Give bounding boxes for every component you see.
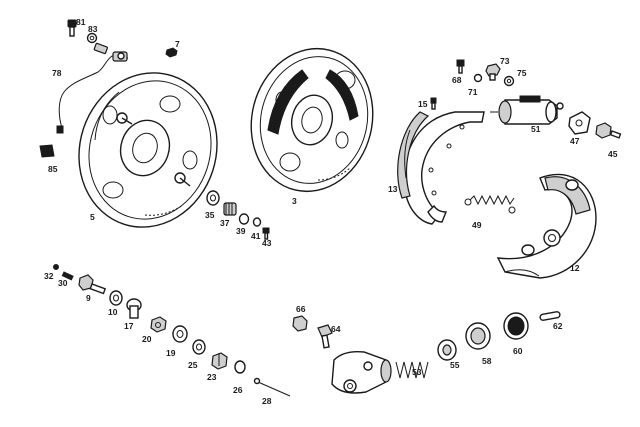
part-73-bolt (485, 63, 501, 81)
label-58: 58 (482, 356, 492, 366)
label-26: 26 (233, 385, 243, 395)
part-58-piston (465, 322, 491, 350)
label-75: 75 (517, 68, 527, 78)
part-49-return-spring (464, 194, 516, 214)
part-26-cap (234, 360, 246, 374)
label-64: 64 (331, 324, 341, 334)
label-81: 81 (76, 17, 86, 27)
part-78-brake-pipe (56, 42, 129, 134)
label-3: 3 (292, 196, 297, 206)
label-28: 28 (262, 396, 272, 406)
label-83: 83 (88, 24, 98, 34)
label-66: 66 (296, 304, 306, 314)
part-17-eccentric (126, 298, 142, 319)
part-62-push-rod (539, 311, 561, 321)
label-15: 15 (418, 99, 428, 109)
label-30: 30 (58, 278, 68, 288)
label-9: 9 (86, 293, 91, 303)
label-12: 12 (570, 263, 580, 273)
part-30-screw (61, 271, 74, 281)
part-3-backing-plate (250, 47, 374, 193)
part-51-wheel-cylinder (490, 95, 564, 125)
label-35: 35 (205, 210, 215, 220)
label-73: 73 (500, 56, 510, 66)
part-19-washer (172, 325, 188, 343)
label-85: 85 (48, 164, 58, 174)
part-83-washer (86, 32, 98, 44)
part-81-bolt (67, 19, 77, 37)
part-47-lock-plate (568, 111, 591, 135)
part-55-piston-cup (437, 339, 457, 361)
part-housing (331, 350, 392, 394)
label-32: 32 (44, 271, 54, 281)
label-17: 17 (124, 321, 134, 331)
label-39: 39 (236, 226, 246, 236)
part-23-nut (211, 352, 228, 370)
label-19: 19 (166, 348, 176, 358)
label-51: 51 (531, 124, 541, 134)
part-41-washer (252, 217, 262, 227)
part-9-bolt (78, 274, 107, 295)
part-39-cup (238, 213, 250, 225)
part-35-washer (206, 190, 220, 206)
label-5: 5 (90, 212, 95, 222)
part-10-washer (109, 290, 123, 306)
part-68-bleed-screw (456, 59, 465, 74)
label-41: 41 (251, 231, 261, 241)
label-60: 60 (513, 346, 523, 356)
label-71: 71 (468, 87, 478, 97)
label-23: 23 (207, 372, 217, 382)
part-25-washer (192, 339, 206, 355)
part-43-pin (262, 227, 270, 240)
part-20-nut (150, 316, 167, 333)
label-78: 78 (52, 68, 62, 78)
label-49: 49 (472, 220, 482, 230)
part-37-spring (223, 202, 237, 216)
label-62: 62 (553, 321, 563, 331)
part-53-spring (395, 361, 429, 379)
part-5-backing-plate (78, 72, 218, 228)
part-32-ball (53, 264, 59, 270)
part-7-nut (165, 47, 178, 58)
part-15-pin (430, 97, 437, 110)
label-68: 68 (452, 75, 462, 85)
label-43: 43 (262, 238, 272, 248)
part-60-dust-boot (503, 312, 529, 340)
label-53: 53 (412, 367, 422, 377)
part-71-washer (473, 73, 483, 83)
label-13: 13 (388, 184, 398, 194)
part-28-pin (253, 377, 291, 397)
label-55: 55 (450, 360, 460, 370)
part-66-nut (292, 315, 308, 332)
part-85-cap (39, 144, 55, 158)
label-45: 45 (608, 149, 618, 159)
label-20: 20 (142, 334, 152, 344)
part-12-brake-shoe (496, 173, 597, 279)
label-37: 37 (220, 218, 230, 228)
label-47: 47 (570, 136, 580, 146)
label-25: 25 (188, 360, 198, 370)
part-64-screw (317, 324, 333, 349)
part-75-washer (503, 75, 515, 87)
part-45-bolt (595, 122, 622, 139)
part-13-brake-shoe (397, 111, 485, 225)
label-7: 7 (175, 39, 180, 49)
label-10: 10 (108, 307, 118, 317)
